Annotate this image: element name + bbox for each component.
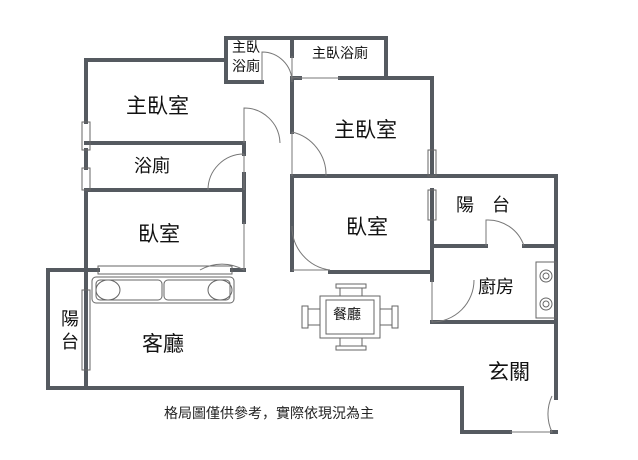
dining-table bbox=[301, 283, 399, 351]
room-label-bedroom-left: 臥室 bbox=[138, 222, 180, 246]
room-label-entrance: 玄關 bbox=[488, 360, 530, 384]
room-label-master-bedroom-right: 主臥室 bbox=[334, 118, 397, 142]
doors bbox=[199, 51, 553, 433]
room-label-balcony-left-1: 陽 bbox=[61, 309, 79, 330]
room-label-kitchen: 廚房 bbox=[478, 277, 514, 298]
room-label-master-bath-small-2: 浴廁 bbox=[232, 59, 260, 75]
stove bbox=[535, 261, 557, 319]
room-label-bedroom-right: 臥室 bbox=[346, 215, 388, 239]
disclaimer-note: 格局圖僅供參考，實際依現況為主 bbox=[164, 406, 374, 422]
walls bbox=[46, 36, 558, 434]
room-label-master-bath-small-1: 主臥 bbox=[232, 40, 260, 56]
room-label-bathroom: 浴廁 bbox=[134, 156, 170, 177]
windows bbox=[81, 121, 437, 371]
room-label-master-bath: 主臥浴廁 bbox=[312, 46, 368, 62]
sofa bbox=[91, 276, 235, 304]
room-label-dining-room: 餐廳 bbox=[333, 307, 361, 323]
room-label-balcony-right: 陽 台 bbox=[456, 195, 510, 216]
room-label-balcony-left-2: 台 bbox=[61, 332, 79, 353]
room-label-master-bedroom-left: 主臥室 bbox=[126, 94, 189, 118]
room-label-living-room: 客廳 bbox=[142, 332, 184, 356]
